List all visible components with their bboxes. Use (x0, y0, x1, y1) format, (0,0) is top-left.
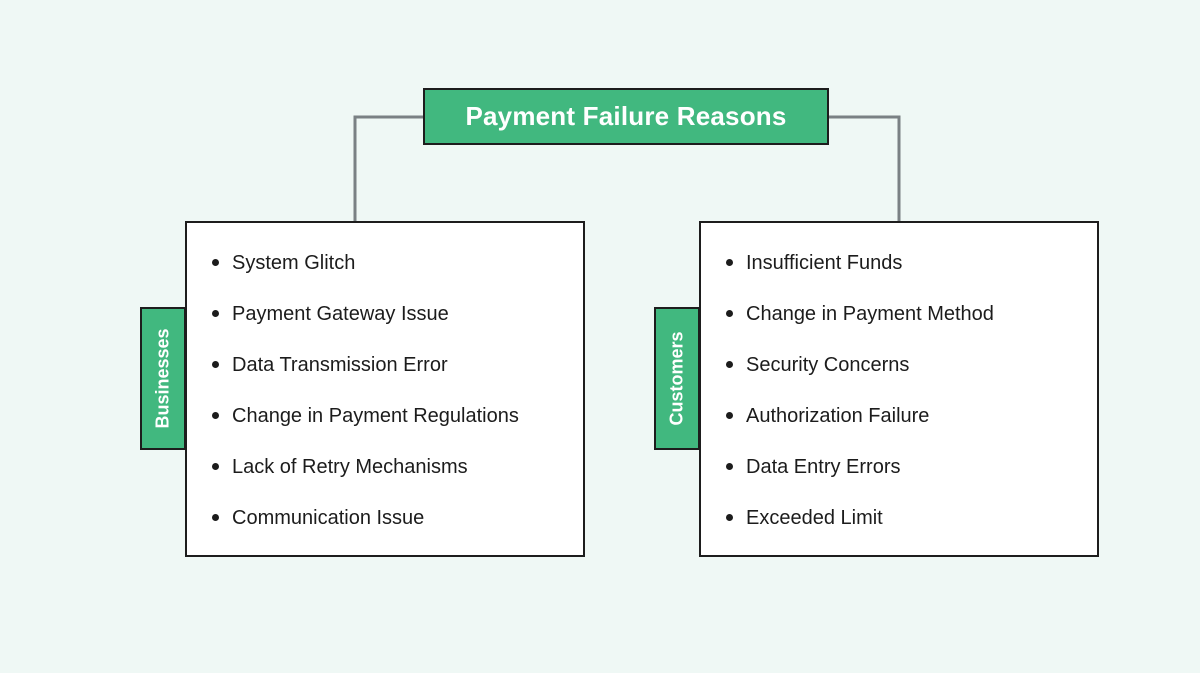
list-item-label: Authorization Failure (746, 405, 930, 427)
list-item-label: Payment Gateway Issue (232, 303, 449, 325)
bullet-icon (212, 514, 219, 521)
list-item: Payment Gateway Issue (187, 303, 583, 325)
connector-right (829, 115, 901, 221)
bullet-icon (726, 361, 733, 368)
bullet-icon (212, 259, 219, 266)
category-tab-label: Customers (666, 331, 687, 426)
page-title: Payment Failure Reasons (465, 101, 787, 131)
bullet-icon (212, 463, 219, 470)
bullet-icon (212, 412, 219, 419)
list-item: Change in Payment Method (701, 303, 1097, 325)
category-tab-label: Businesses (152, 328, 173, 429)
bullet-icon (212, 361, 219, 368)
list-item-label: Data Entry Errors (746, 456, 901, 478)
bullet-icon (726, 514, 733, 521)
list-item-label: Change in Payment Regulations (232, 405, 519, 427)
list-item: Insufficient Funds (701, 252, 1097, 274)
bullet-icon (726, 463, 733, 470)
list-item-label: Lack of Retry Mechanisms (232, 456, 468, 478)
branch-panel-businesses: System Glitch Payment Gateway Issue Data… (185, 221, 585, 557)
list-item: Data Entry Errors (701, 456, 1097, 478)
connector-left (353, 115, 423, 221)
bullet-icon (726, 259, 733, 266)
bullet-icon (212, 310, 219, 317)
category-tab-businesses: Businesses (140, 307, 186, 450)
list-item-label: Data Transmission Error (232, 354, 448, 376)
list-item-label: System Glitch (232, 252, 356, 274)
branch-panel-customers: Insufficient Funds Change in Payment Met… (699, 221, 1099, 557)
list-item-label: Exceeded Limit (746, 507, 883, 529)
list-item-label: Communication Issue (232, 507, 425, 529)
list-item: Change in Payment Regulations (187, 405, 583, 427)
list-item: System Glitch (187, 252, 583, 274)
list-item: Data Transmission Error (187, 354, 583, 376)
category-tab-customers: Customers (654, 307, 700, 450)
list-item: Exceeded Limit (701, 507, 1097, 529)
bullet-icon (726, 412, 733, 419)
branch-list-businesses: System Glitch Payment Gateway Issue Data… (187, 223, 583, 529)
root-node: Payment Failure Reasons (423, 88, 829, 145)
list-item-label: Insufficient Funds (746, 252, 903, 274)
list-item: Communication Issue (187, 507, 583, 529)
list-item-label: Change in Payment Method (746, 303, 994, 325)
list-item: Authorization Failure (701, 405, 1097, 427)
branch-list-customers: Insufficient Funds Change in Payment Met… (701, 223, 1097, 529)
list-item-label: Security Concerns (746, 354, 910, 376)
list-item: Lack of Retry Mechanisms (187, 456, 583, 478)
list-item: Security Concerns (701, 354, 1097, 376)
bullet-icon (726, 310, 733, 317)
